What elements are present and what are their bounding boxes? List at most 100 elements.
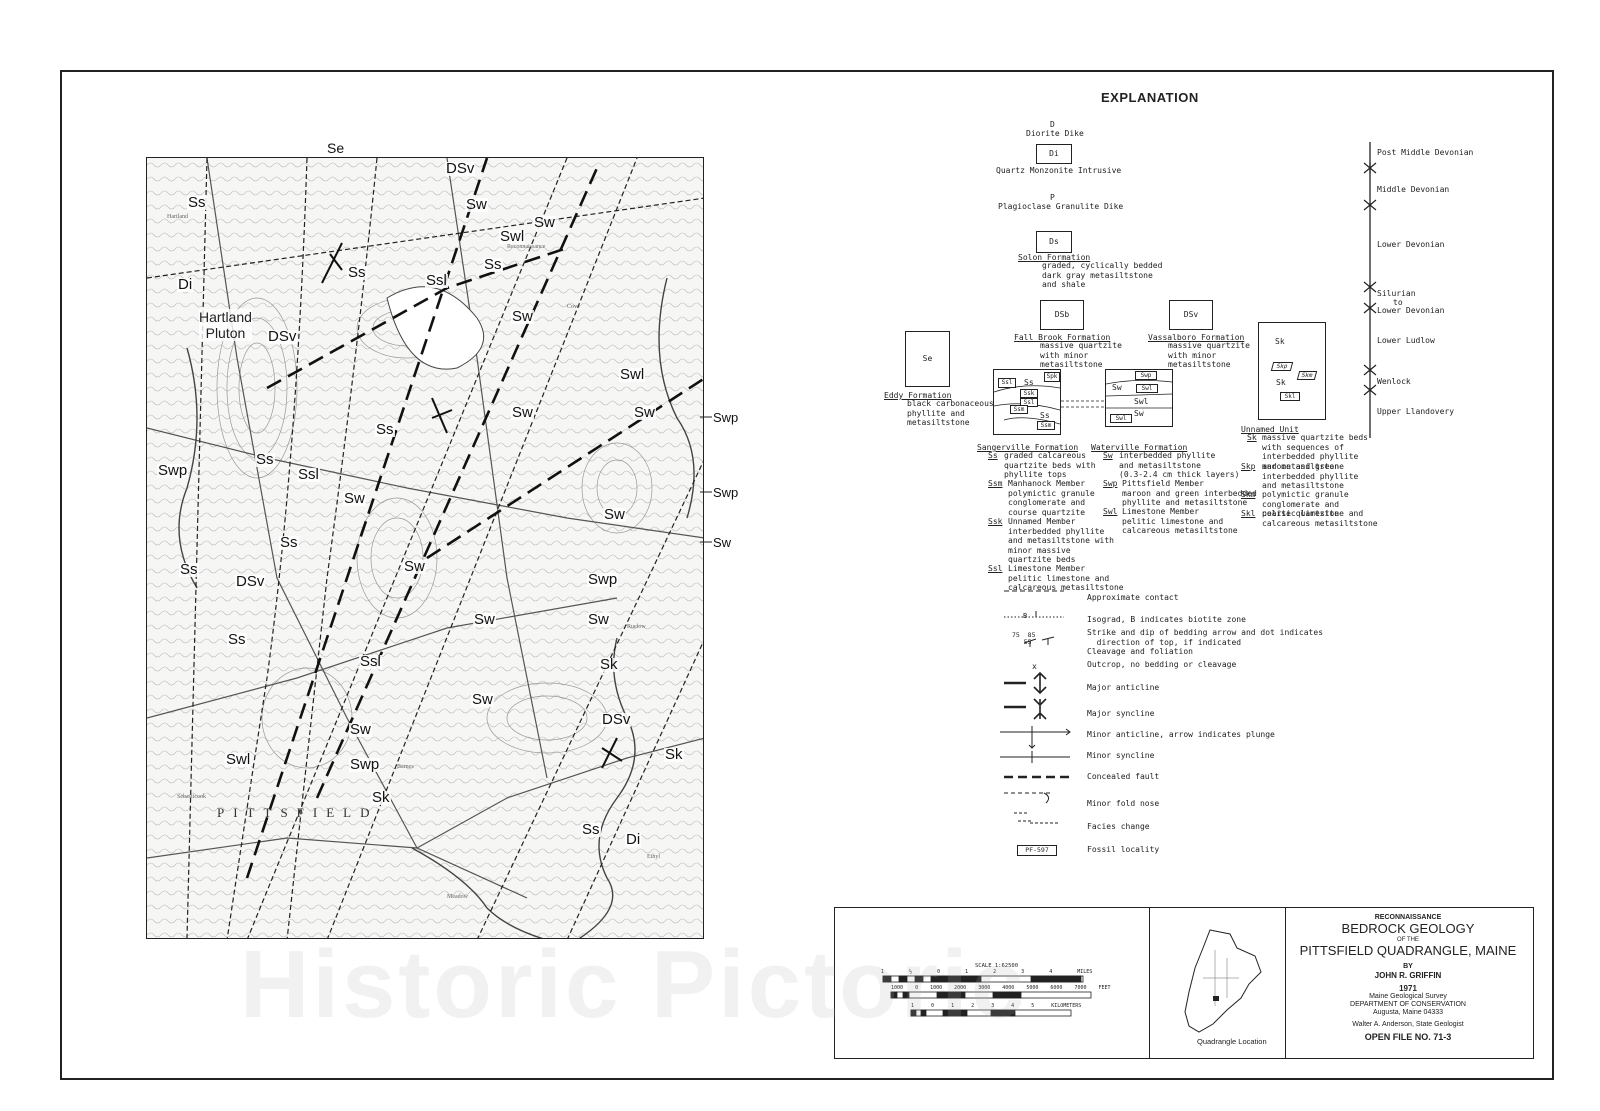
unit-label[interactable]: Swl	[225, 751, 252, 768]
waterville-column-box[interactable]	[1105, 369, 1173, 427]
unit-label[interactable]: Sk	[664, 746, 684, 763]
waterville-member-code: Swp	[1103, 479, 1118, 488]
unit-label[interactable]: Sw	[343, 490, 366, 507]
sangerville-member-desc: Manhanock Member polymictic granule cong…	[1008, 479, 1095, 517]
quadrangle-location-label: Quadrangle Location	[1197, 1037, 1267, 1046]
unnamed-member-code: Skl	[1241, 509, 1256, 518]
unit-label[interactable]: Ss	[187, 194, 207, 211]
correlation-line	[1061, 400, 1105, 408]
unit-label[interactable]: Sw	[511, 404, 534, 421]
title-block: SCALE 1:62500 1 ½ 0 1 2 3 4 MILES 1000 0…	[834, 907, 1534, 1059]
unit-label[interactable]: Ssl	[359, 653, 382, 670]
report-title-line1: BEDROCK GEOLOGY	[1341, 921, 1475, 937]
symbol-glyphs	[1000, 590, 1071, 824]
unit-label[interactable]: Ss	[255, 451, 275, 468]
unit-label[interactable]: Sw	[511, 308, 534, 325]
unnamed-code: Sk	[1276, 378, 1286, 387]
isograd-mark: B	[1023, 612, 1028, 620]
unit-label[interactable]: Sw	[349, 721, 372, 738]
age-label: Post Middle Devonian	[1377, 148, 1474, 157]
unit-label[interactable]: Di	[177, 276, 194, 293]
sangerville-member-desc: graded calcareous quartzite beds with ph…	[1004, 451, 1096, 479]
pluton-label-line2: Pluton	[205, 325, 246, 341]
unit-label[interactable]: Ssl	[297, 466, 320, 483]
age-label: Middle Devonian	[1377, 185, 1450, 194]
unit-label[interactable]: DSv	[235, 573, 266, 590]
unit-label[interactable]: Swp	[587, 571, 619, 588]
age-label: Upper Llandovery	[1377, 407, 1455, 416]
unit-label[interactable]: Ss	[347, 264, 367, 281]
unit-label[interactable]: Sw	[603, 506, 626, 523]
sangerville-member-code: Ssm	[988, 479, 1003, 488]
unit-label[interactable]: Ss	[227, 631, 247, 648]
report-survey: Maine Geological Survey	[1369, 993, 1447, 1001]
unit-box-ds[interactable]: Ds	[1036, 231, 1072, 253]
waterville-code: Sw	[1134, 409, 1144, 418]
unit-label[interactable]: Ss	[483, 256, 503, 273]
open-file-number: OPEN FILE NO. 71-3	[1364, 1032, 1452, 1043]
unit-label[interactable]: Ssl	[425, 272, 448, 289]
sangerville-member-desc: Limestone Member pelitic limestone and c…	[1008, 564, 1124, 592]
waterville-member-code: Sw	[1103, 451, 1113, 460]
unit-box-dsv[interactable]: DSv	[1169, 300, 1213, 330]
watermark: Historic Pictoric	[240, 931, 1028, 1038]
quartz-monzonite-name: Quartz Monzonite Intrusive	[996, 166, 1122, 175]
unnamed-member-desc: polymictic granule conglomerate and coar…	[1262, 490, 1349, 518]
waterville-member-desc: Pittsfield Member maroon and green inter…	[1122, 479, 1257, 507]
unit-label[interactable]: Sw	[465, 196, 488, 213]
unit-label[interactable]: Sw	[403, 558, 426, 575]
diorite-dike-name: Diorite Dike	[1026, 129, 1084, 138]
unit-label[interactable]: Sw	[633, 404, 656, 421]
unit-label[interactable]: Di	[625, 831, 642, 848]
unit-label[interactable]: Sk	[599, 656, 619, 673]
fall-brook-desc: massive quartzite with minor metasiltsto…	[1040, 341, 1122, 369]
symbol-label: Fossil locality	[1087, 845, 1160, 854]
unit-label[interactable]: Sw	[533, 214, 556, 231]
svg-text:Sebasticook: Sebasticook	[177, 794, 206, 800]
report-author: JOHN R. GRIFFIN	[1374, 970, 1442, 980]
unit-label[interactable]: Swl	[499, 228, 526, 245]
map-edge-label: Swp	[713, 485, 739, 500]
waterville-contacts	[1105, 380, 1173, 409]
unit-label[interactable]: Ss	[581, 821, 601, 838]
unit-box-se[interactable]: Se	[905, 331, 950, 387]
symbol-label: Approximate contact	[1087, 593, 1179, 602]
map-top-unit-label: Se	[327, 140, 345, 156]
unit-label[interactable]: Ss	[375, 421, 395, 438]
scale-feet-labels: 1000 0 1000 2000 3000 4000 5000 6000 700…	[891, 985, 1111, 991]
unit-label[interactable]: DSv	[267, 328, 298, 345]
town-label: PITTSFIELD	[217, 805, 379, 820]
unit-label[interactable]: Sw	[471, 691, 494, 708]
unit-label[interactable]: Sk	[371, 789, 391, 806]
unit-box-di[interactable]: Di	[1036, 144, 1072, 164]
unit-label[interactable]: Swl	[619, 366, 646, 383]
map-edge-ticks	[700, 416, 712, 543]
sangerville-code: Ss	[1024, 378, 1034, 387]
sangerville-member-code: Ssk	[988, 517, 1003, 526]
unit-label[interactable]: Ss	[279, 534, 299, 551]
unnamed-code: Skp	[1270, 362, 1294, 371]
age-label: Silurian	[1377, 289, 1416, 298]
unnamed-member-code: Skp	[1241, 462, 1256, 471]
unit-label[interactable]: Swp	[349, 756, 381, 773]
sangerville-code: Ssl	[998, 378, 1016, 388]
unit-label[interactable]: Sw	[473, 611, 496, 628]
map-edge-label: Sw	[713, 535, 732, 550]
report-geologist: Walter A. Anderson, State Geologist	[1352, 1021, 1464, 1029]
unit-label[interactable]: Ss	[179, 561, 199, 578]
unit-label[interactable]: DSv	[445, 160, 476, 177]
unit-label[interactable]: Sw	[587, 611, 610, 628]
report-of-the: OF THE	[1397, 936, 1419, 943]
waterville-code: Swl	[1134, 397, 1149, 406]
unit-box-sk[interactable]	[1258, 322, 1326, 420]
unit-label[interactable]: Swp	[157, 462, 189, 479]
unit-box-dsb[interactable]: DSb	[1040, 300, 1084, 330]
report-by: BY	[1403, 962, 1413, 970]
outcrop-mark: x	[1032, 662, 1037, 671]
unit-label[interactable]: DSv	[601, 711, 632, 728]
symbol-label: Minor anticline, arrow indicates plunge	[1087, 730, 1275, 739]
solon-formation-desc: graded, cyclically bedded dark gray meta…	[1042, 261, 1163, 289]
waterville-member-desc: interbedded phyllite and metasiltstone (…	[1119, 451, 1240, 479]
